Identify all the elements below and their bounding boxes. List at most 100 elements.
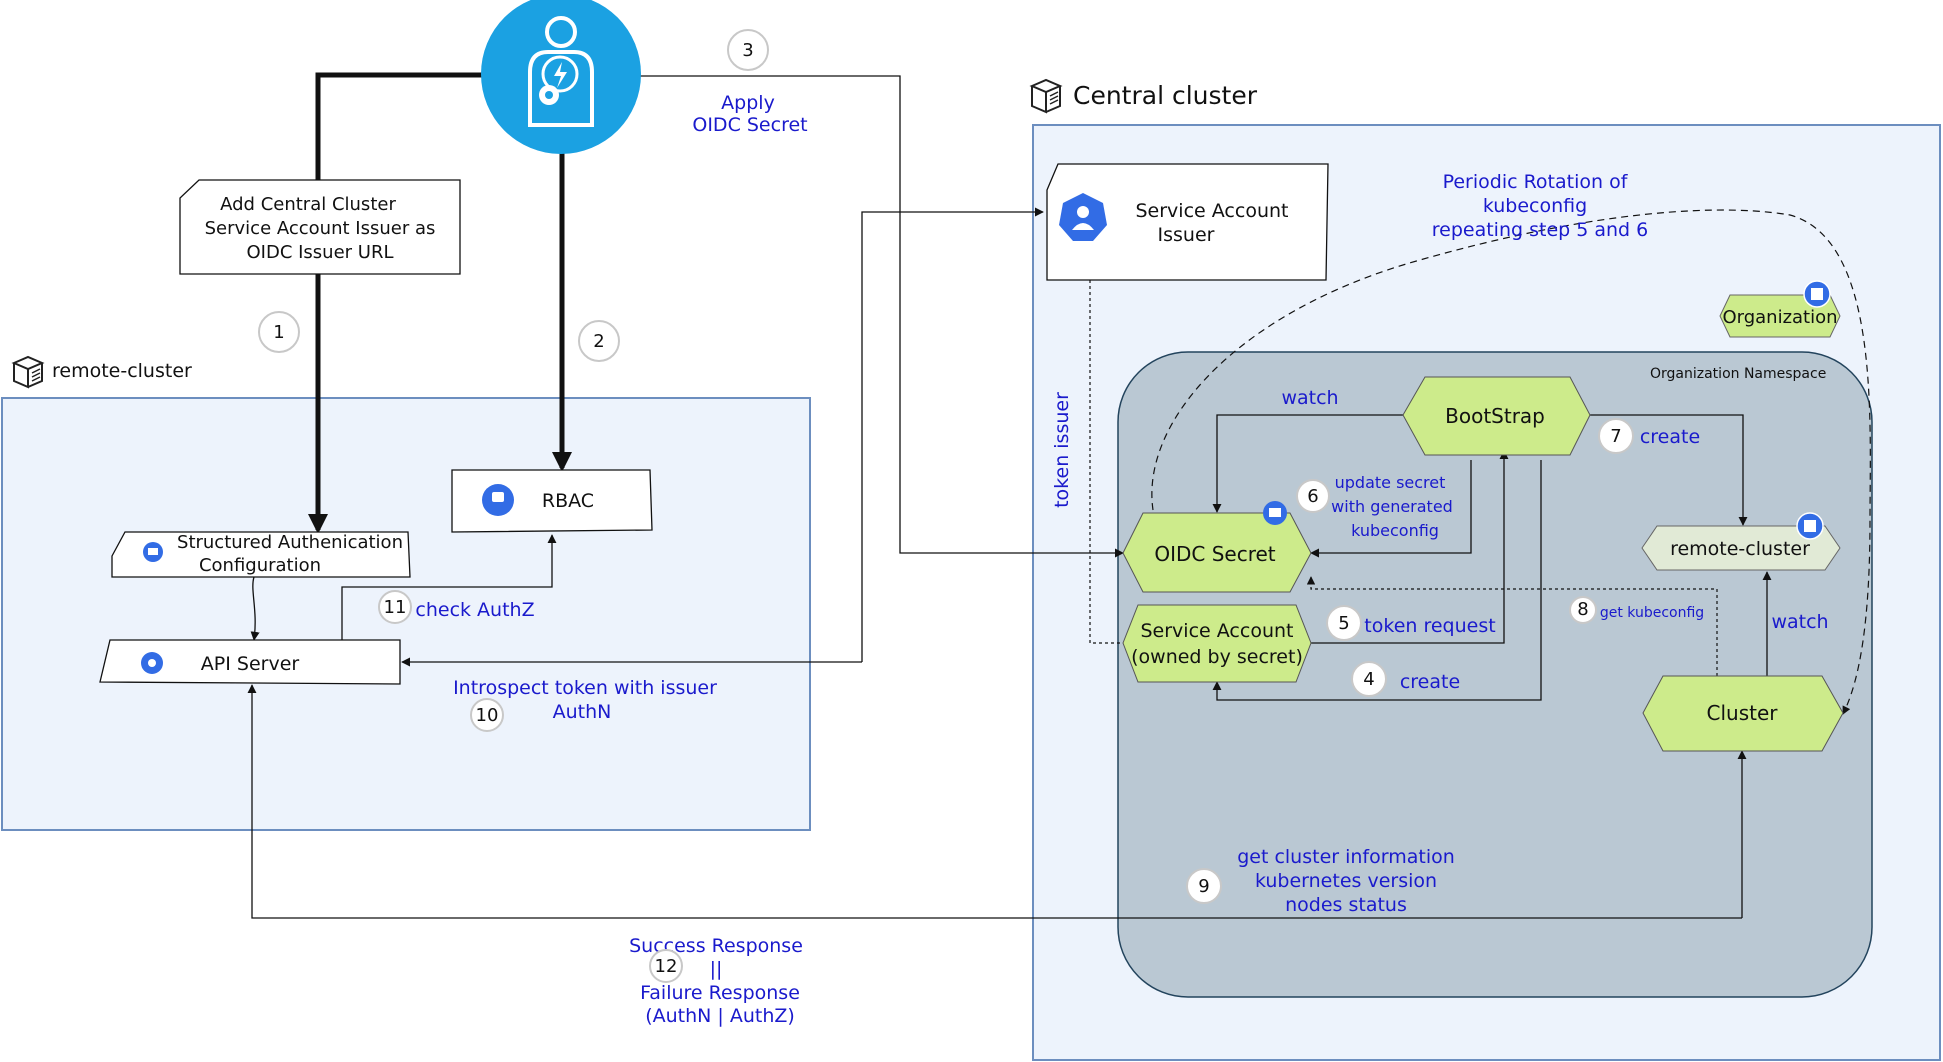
svg-text:7: 7	[1610, 426, 1621, 447]
introspect-token-line	[861, 207, 1044, 662]
rotation-curve	[1151, 209, 1871, 715]
create-sa-label: create	[1400, 671, 1460, 693]
puzzle-crd-icon	[1803, 280, 1831, 308]
svg-text:Service Account Issuer as: Service Account Issuer as	[205, 218, 436, 239]
check-authz-line	[341, 534, 557, 640]
organization-node[interactable]: Organization	[1719, 280, 1841, 338]
bootstrap-node[interactable]: BootStrap	[1402, 376, 1591, 456]
cluster-info-line	[247, 684, 1742, 919]
puzzle-crd-icon	[1796, 512, 1824, 540]
svg-text:OIDC Issuer URL: OIDC Issuer URL	[246, 242, 393, 263]
rotation-label: kubeconfig	[1483, 195, 1587, 217]
response-label: ||	[710, 958, 723, 980]
admin-to-struct-auth-line	[308, 72, 482, 534]
admin-actor-icon	[481, 0, 641, 154]
svg-text:12: 12	[655, 956, 678, 977]
struct-auth-config[interactable]: Structured Authenication Configuration	[111, 531, 411, 578]
svg-text:8: 8	[1577, 599, 1588, 620]
step-badge: 11	[378, 590, 412, 624]
update-secret-label: with generated	[1331, 497, 1453, 516]
step-badge: 4	[1351, 661, 1387, 697]
step-badge: 1	[258, 311, 300, 353]
svg-text:Organization: Organization	[1722, 307, 1837, 328]
update-secret-label: kubeconfig	[1351, 521, 1439, 540]
step-badge: 5	[1326, 605, 1362, 641]
api-server-node[interactable]: API Server	[99, 639, 401, 685]
svg-text:2: 2	[593, 331, 604, 352]
svg-text:API Server: API Server	[201, 653, 300, 675]
kubernetes-secret-icon	[1263, 501, 1287, 525]
svg-text:1: 1	[273, 322, 284, 343]
organization-namespace-label: Organization Namespace	[1650, 366, 1826, 382]
kubernetes-crole-icon	[482, 484, 514, 516]
cluster-stack-icon	[11, 355, 45, 389]
introspect-label: Introspect token with issuer	[453, 677, 717, 699]
oidc-secret-node[interactable]: OIDC Secret	[1122, 501, 1312, 593]
create-sa-line	[1212, 460, 1542, 701]
svg-text:3: 3	[742, 40, 753, 61]
svg-text:remote-cluster: remote-cluster	[1670, 538, 1810, 560]
step-badge: 12	[649, 949, 683, 983]
svg-text:Structured Authenication: Structured Authenication	[177, 532, 403, 553]
check-authz-label: check AuthZ	[415, 599, 534, 621]
svg-text:11: 11	[384, 597, 407, 618]
svg-text:9: 9	[1198, 876, 1209, 897]
svg-text:Add Central Cluster: Add Central Cluster	[220, 194, 396, 215]
get-kubeconfig-label: get kubeconfig	[1600, 605, 1704, 621]
step-badge: 10	[470, 698, 504, 732]
rotation-label: Periodic Rotation of	[1443, 171, 1629, 193]
token-issuer-label: token issuer	[1051, 392, 1073, 508]
svg-text:(owned by secret): (owned by secret)	[1131, 646, 1303, 668]
introspect-label: AuthN	[553, 701, 612, 723]
svg-text:OIDC Secret: OIDC Secret	[1154, 542, 1275, 566]
organization-namespace-container	[1117, 351, 1873, 998]
step-badge: 8	[1569, 596, 1597, 624]
svg-text:Configuration: Configuration	[199, 555, 321, 576]
get-kubeconfig-line	[1306, 576, 1718, 676]
token-issuer-line	[1089, 280, 1123, 644]
struct-auth-to-api-line	[250, 576, 260, 641]
cluster-node[interactable]: Cluster	[1642, 675, 1844, 752]
rotation-label: repeating step 5 and 6	[1432, 219, 1649, 241]
remote-cluster-label: remote-cluster	[52, 360, 192, 382]
kubernetes-api-icon	[141, 652, 163, 674]
step-badge: 9	[1186, 868, 1222, 904]
remote-cluster-resource-node[interactable]: remote-cluster	[1641, 512, 1841, 571]
svg-text:Service Account: Service Account	[1136, 200, 1289, 222]
apply-label: OIDC Secret	[692, 114, 807, 136]
response-label: Failure Response	[640, 982, 800, 1004]
sa-issuer-node[interactable]: Service Account Issuer	[1046, 163, 1329, 281]
central-cluster-label: Central cluster	[1073, 81, 1258, 110]
update-secret-label: update secret	[1335, 473, 1446, 492]
update-secret-line	[1310, 460, 1472, 558]
cluster-stack-icon	[1029, 78, 1063, 114]
svg-text:Service Account: Service Account	[1141, 620, 1294, 642]
step-badge: 7	[1598, 418, 1634, 454]
response-label: (AuthN | AuthZ)	[645, 1005, 795, 1027]
svg-text:6: 6	[1307, 486, 1318, 507]
apply-oidc-secret-line	[640, 75, 1124, 558]
service-account-node[interactable]: Service Account (owned by secret)	[1122, 604, 1312, 683]
apply-label: Apply	[721, 92, 775, 114]
create-label: create	[1640, 426, 1700, 448]
token-request-line	[1311, 450, 1509, 644]
svg-text:Cluster: Cluster	[1707, 701, 1779, 725]
cluster-info-label: get cluster information	[1237, 846, 1455, 868]
svg-text:RBAC: RBAC	[542, 490, 594, 512]
cluster-info-label: nodes status	[1285, 894, 1407, 916]
admin-note: Add Central Cluster Service Account Issu…	[179, 179, 461, 275]
step-badge: 2	[578, 320, 620, 362]
kubernetes-service-account-icon	[1059, 193, 1107, 241]
watch-right-label: watch	[1771, 611, 1828, 633]
svg-text:Issuer: Issuer	[1158, 224, 1215, 246]
cluster-info-label: kubernetes version	[1255, 870, 1437, 892]
token-request-label: token request	[1364, 615, 1495, 637]
svg-text:10: 10	[476, 705, 499, 726]
step-badge: 3	[727, 29, 769, 71]
step-badge: 6	[1296, 479, 1330, 513]
svg-text:5: 5	[1338, 613, 1349, 634]
watch-label: watch	[1281, 387, 1338, 409]
rbac-node[interactable]: RBAC	[451, 469, 653, 533]
bootstrap-watch-line	[1212, 414, 1403, 513]
svg-text:4: 4	[1363, 669, 1374, 690]
